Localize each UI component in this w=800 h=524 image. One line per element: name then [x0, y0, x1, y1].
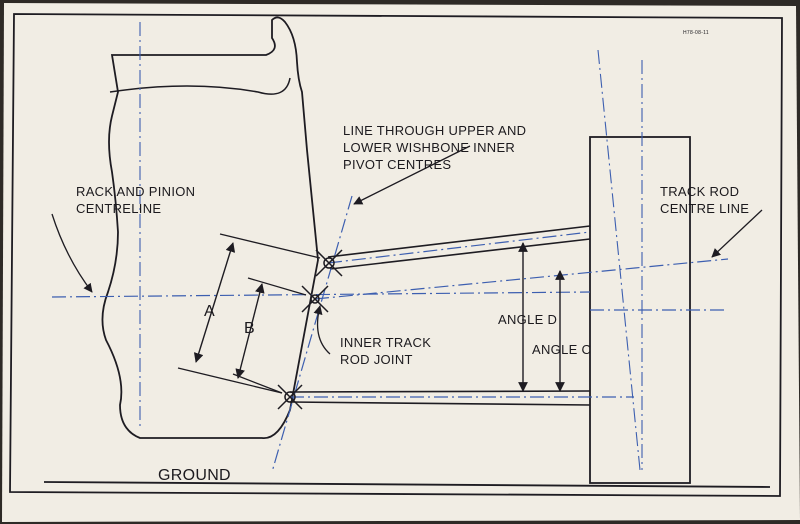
dim-a-arrow [193, 242, 236, 363]
angle-d-label: ANGLE D [498, 312, 557, 327]
upper-wishbone-bottom [329, 238, 591, 270]
wishbone-line-label-3: PIVOT CENTRES [343, 157, 451, 172]
dim-a-upper-extension [219, 233, 321, 259]
figure-code: H78-08-11 [683, 30, 709, 36]
inner-joint-leader [313, 305, 331, 355]
upper-pivot-marker [315, 249, 343, 277]
rack-pinion-leader [51, 213, 93, 293]
inner-track-rod-joint-marker [301, 285, 329, 313]
rack-pinion-centreline [51, 291, 591, 298]
upper-wishbone-top [327, 225, 591, 258]
inner-joint-label-1: INNER TRACK [340, 335, 431, 350]
paper-sheet [2, 3, 800, 522]
upper-wishbone-centreline [327, 231, 591, 264]
drawing-border [9, 13, 783, 497]
kingpin-axis-line [597, 49, 641, 471]
dim-a-label: A [204, 303, 215, 320]
dim-b-label: B [244, 320, 255, 337]
angle-c-label: ANGLE C [532, 342, 591, 357]
track-rod-centreline [314, 258, 729, 300]
rack-pinion-label-2: CENTRELINE [76, 201, 161, 216]
inner-joint-label-2: ROD JOINT [340, 352, 413, 367]
rack-pinion-label-1: RACK AND PINION [76, 184, 195, 199]
wishbone-line-label-2: LOWER WISHBONE INNER [343, 140, 515, 155]
lower-pivot-marker [277, 384, 303, 410]
dim-b-upper-extension [247, 277, 307, 296]
track-rod-label-2: CENTRE LINE [660, 201, 749, 216]
wishbone-line-leader [353, 145, 471, 205]
dim-a-lower-extension [177, 367, 283, 394]
vehicle-body-outline [101, 16, 319, 439]
ground-line [43, 481, 771, 488]
body-panel-curve [109, 77, 291, 95]
dim-b-arrow [235, 283, 265, 379]
lower-wishbone-bottom [289, 401, 591, 406]
ground-label: GROUND [158, 467, 231, 484]
wishbone-line-label-1: LINE THROUGH UPPER AND [343, 123, 526, 138]
track-rod-leader [711, 209, 763, 258]
track-rod-label-1: TRACK ROD [660, 184, 739, 199]
lower-wishbone-top [289, 390, 591, 393]
